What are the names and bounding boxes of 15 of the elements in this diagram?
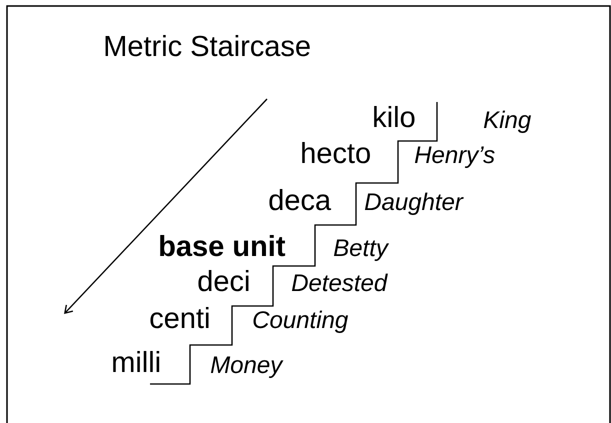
mnemonic-word: Daughter (364, 192, 464, 215)
mnemonic-word: Money (210, 356, 284, 378)
mnemonic-word: Henry’s (414, 146, 495, 168)
unit-prefix-label: deca (269, 188, 332, 210)
unit-prefix-label: base unit (160, 234, 286, 256)
unit-prefix-label: deci (198, 270, 248, 292)
unit-prefix-label: kilo (374, 106, 414, 128)
mnemonic-word: King (484, 110, 531, 133)
unit-prefix-label: hecto (302, 142, 370, 164)
unit-prefix-label: centi (150, 306, 208, 328)
mnemonic-word: Counting (254, 310, 348, 333)
mnemonic-word: Betty (334, 239, 390, 261)
mnemonic-word: Detested (292, 274, 388, 292)
title: Metric Staircase (106, 34, 310, 56)
unit-prefix-label: milli (113, 350, 160, 372)
